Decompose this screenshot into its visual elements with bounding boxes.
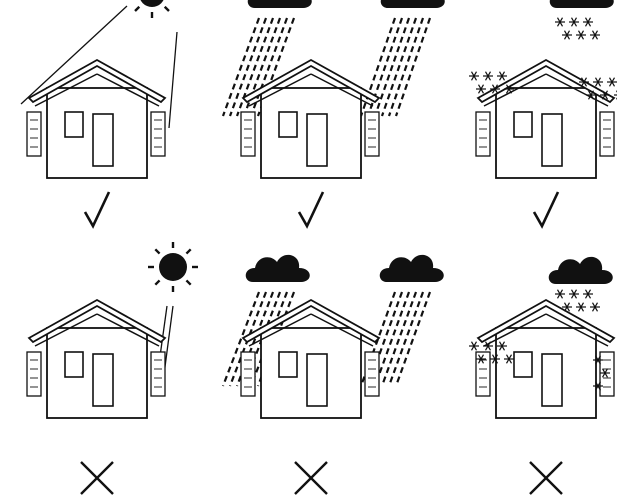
wall-mounted-unit-icon bbox=[27, 352, 41, 396]
snowflake-icon bbox=[497, 72, 507, 81]
panel-rain-incorrect bbox=[223, 255, 444, 494]
snowflake-icon bbox=[607, 78, 617, 87]
snowflake-icon bbox=[590, 31, 600, 40]
snow-cloud-icon bbox=[549, 257, 613, 284]
snowflake-icon bbox=[583, 18, 593, 27]
rain-cloud-icon bbox=[246, 255, 310, 282]
snowflake-cluster bbox=[555, 18, 600, 40]
panel-snow-correct bbox=[469, 0, 617, 226]
sun-icon bbox=[148, 242, 198, 292]
snowflake-icon bbox=[483, 72, 493, 81]
rain-cloud-icon bbox=[248, 0, 312, 8]
snowflake-icon bbox=[583, 290, 593, 299]
snowflake-icon bbox=[469, 72, 479, 81]
rain-cloud-icon bbox=[380, 255, 444, 282]
wall-mounted-unit-icon bbox=[476, 112, 490, 156]
snowflake-icon bbox=[469, 342, 479, 351]
snowflake-icon bbox=[569, 290, 579, 299]
cross-icon bbox=[81, 462, 113, 494]
panel-snow-incorrect bbox=[469, 257, 614, 494]
wall-mounted-unit-icon bbox=[600, 112, 614, 156]
house-icon bbox=[241, 60, 379, 178]
wall-mounted-unit-icon bbox=[365, 112, 379, 156]
cross-icon bbox=[295, 462, 327, 494]
wall-mounted-unit-icon bbox=[27, 112, 41, 156]
snow-cloud-icon bbox=[550, 0, 614, 8]
snowflake-icon bbox=[555, 290, 565, 299]
house-icon bbox=[27, 60, 165, 178]
snowflake-icon bbox=[555, 18, 565, 27]
house-icon bbox=[241, 300, 379, 418]
wall-mounted-unit-icon bbox=[600, 352, 614, 396]
checkmark-icon bbox=[534, 192, 558, 226]
snowflake-icon bbox=[476, 85, 486, 94]
sun-icon bbox=[128, 0, 176, 18]
panel-sun-correct bbox=[21, 0, 177, 226]
checkmark-icon bbox=[299, 192, 323, 226]
wall-mounted-unit-icon bbox=[151, 112, 165, 156]
rain-cloud-icon bbox=[381, 0, 445, 8]
panel-sun-incorrect bbox=[27, 242, 198, 494]
wall-mounted-unit-icon bbox=[241, 112, 255, 156]
snowflake-icon bbox=[590, 303, 600, 312]
cross-icon bbox=[530, 462, 562, 494]
wall-mounted-unit-icon bbox=[365, 352, 379, 396]
snowflake-icon bbox=[593, 78, 603, 87]
checkmark-icon bbox=[85, 192, 109, 226]
snowflake-icon bbox=[569, 18, 579, 27]
rain-streaks bbox=[361, 18, 430, 116]
house-icon bbox=[27, 300, 165, 418]
wall-mounted-unit-icon bbox=[151, 352, 165, 396]
house-icon bbox=[476, 60, 614, 178]
snowflake-icon bbox=[576, 303, 586, 312]
snowflake-icon bbox=[562, 31, 572, 40]
snowflake-icon bbox=[576, 31, 586, 40]
panel-rain-correct bbox=[223, 0, 445, 226]
wall-mounted-unit-icon bbox=[241, 352, 255, 396]
